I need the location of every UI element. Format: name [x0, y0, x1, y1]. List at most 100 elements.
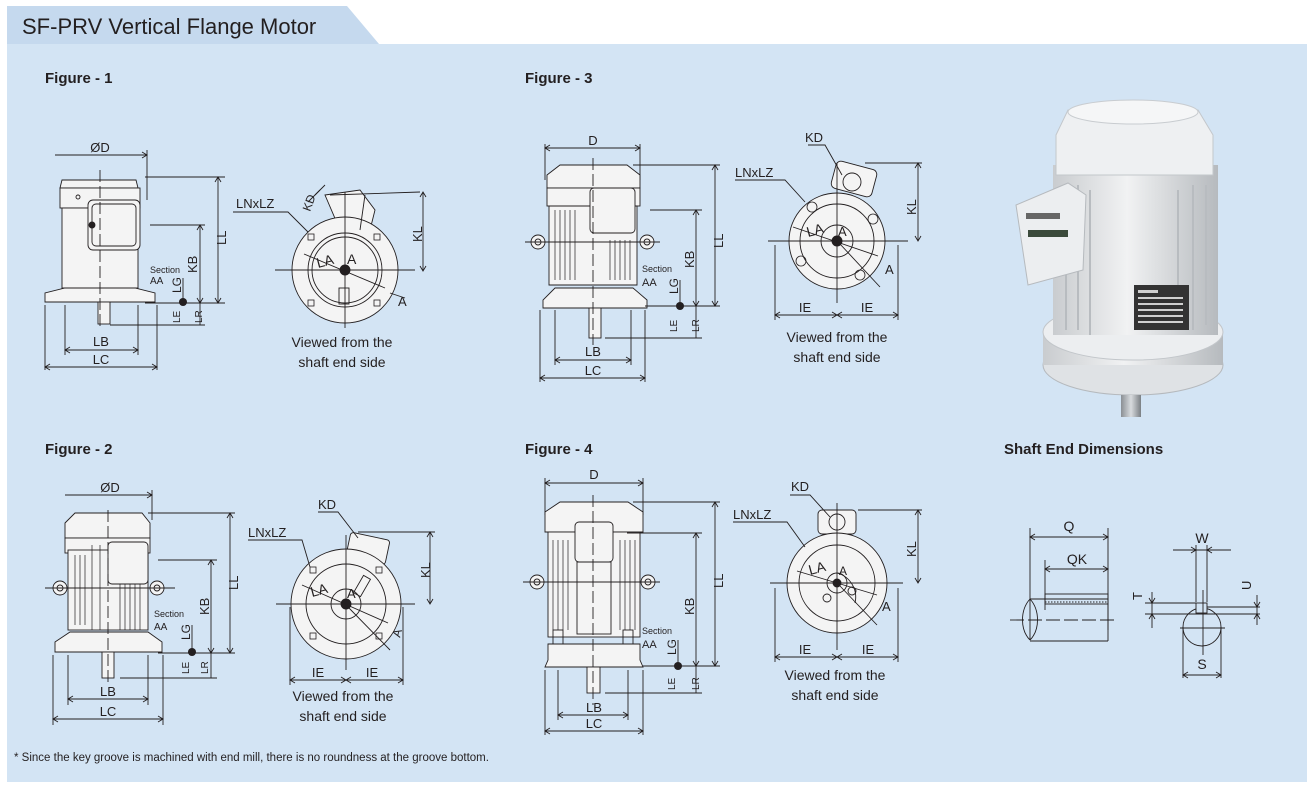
end-label-la: LA [805, 220, 826, 240]
section-label: Section [642, 264, 672, 274]
figure-2-title: Figure - 2 [45, 441, 113, 458]
dim-label-ll: LL [214, 231, 229, 245]
dim-label-lg: LG [665, 639, 679, 655]
end-label-a-outer: A [882, 599, 891, 614]
shaft-label-q: Q [1064, 518, 1075, 534]
section-label: Section [150, 265, 180, 275]
end-caption-line2: shaft end side [793, 349, 880, 365]
end-label-a-outer: A [398, 294, 407, 309]
dim-label-lg: LG [170, 277, 184, 293]
end-label-kl: KL [904, 541, 919, 557]
end-label-a-inner: A [347, 251, 357, 267]
end-label-ie-right: IE [861, 300, 874, 315]
dim-label-lg: LG [667, 278, 681, 294]
end-label-kl: KL [904, 199, 919, 215]
dim-label-kb: KB [682, 598, 697, 615]
section-label: Section [154, 609, 184, 619]
end-label-a-inner: A [347, 586, 356, 601]
end-label-kl: KL [418, 562, 433, 578]
dim-label-ll: LL [711, 574, 726, 588]
dim-label-ll: LL [711, 234, 726, 248]
dim-label-lr: LR [200, 661, 211, 674]
figure-4-side-view: D Section AA LL KB LG LE LR LB LC [523, 467, 726, 735]
end-label-a-outer: A [885, 262, 894, 277]
end-caption-line1: Viewed from the [292, 334, 393, 350]
end-caption-line2: shaft end side [298, 354, 385, 370]
figure-3-end-view: KD LNxLZ KL LA A A IE IE Viewed from the… [735, 130, 922, 365]
end-label-kd: KD [791, 479, 809, 494]
figure-1-side-view: ØD Section AA LL KB LG LE LR LB LC [44, 140, 229, 371]
dim-label-lb: LB [100, 684, 116, 699]
dim-label-lb: LB [586, 700, 602, 715]
figure-3-side-view: D Section AA LL KB LG LE LR LB LC [525, 133, 726, 382]
dim-label-ll: LL [226, 576, 241, 590]
end-label-la: LA [807, 558, 828, 578]
dim-label-kb: KB [185, 256, 200, 273]
end-label-lnxlz: LNxLZ [248, 525, 286, 540]
figure-3-title: Figure - 3 [525, 70, 593, 87]
figure-1-title: Figure - 1 [45, 70, 113, 87]
dim-label-lb: LB [585, 344, 601, 359]
page-title: SF-PRV Vertical Flange Motor [22, 14, 317, 39]
shaft-label-u: U [1239, 581, 1254, 590]
dim-label-lc: LC [585, 363, 602, 378]
dim-label-le: LE [667, 677, 678, 690]
end-label-ie-right: IE [366, 665, 379, 680]
shaft-label-w: W [1195, 530, 1209, 546]
figure-2-side-view: ØD Section AA LL KB LG LE LR LB LC [45, 480, 241, 725]
end-label-a-outer: A [389, 627, 405, 638]
end-caption-line1: Viewed from the [785, 667, 886, 683]
end-label-lnxlz: LNxLZ [733, 507, 771, 522]
dim-label-lb: LB [93, 334, 109, 349]
section-label: Section [642, 626, 672, 636]
end-label-kd: KD [318, 497, 336, 512]
dim-label-kb: KB [682, 251, 697, 268]
end-label-la: LA [309, 580, 330, 600]
shaft-end-title: Shaft End Dimensions [1004, 441, 1164, 458]
end-label-ie-left: IE [312, 665, 325, 680]
dim-label-lr: LR [194, 310, 205, 323]
shaft-label-qk: QK [1067, 551, 1088, 567]
section-label-aa: AA [642, 277, 657, 289]
title-tab: SF-PRV Vertical Flange Motor [7, 6, 379, 44]
footnote: * Since the key groove is machined with … [14, 752, 489, 764]
end-label-kd: KD [300, 192, 319, 213]
dim-label-diameter: ØD [90, 140, 110, 155]
figure-4-title: Figure - 4 [525, 441, 593, 458]
figure-4-end-view: KD LNxLZ KL LA A A IE IE Viewed from the… [733, 479, 922, 703]
dim-label-diameter: ØD [100, 480, 120, 495]
dim-label-lc: LC [93, 352, 110, 367]
dim-label-kb: KB [197, 598, 212, 615]
end-caption-line2: shaft end side [791, 687, 878, 703]
dim-label-lr: LR [691, 319, 702, 332]
dim-label-lr: LR [691, 677, 702, 690]
dim-label-lg: LG [179, 624, 193, 640]
end-label-ie-left: IE [799, 642, 812, 657]
end-label-ie-right: IE [862, 642, 875, 657]
figure-1-end-view: LNxLZ KD KL LA A A Viewed from the shaft… [233, 184, 427, 370]
end-label-lnxlz: LNxLZ [735, 165, 773, 180]
shaft-label-s: S [1197, 656, 1206, 672]
end-label-ie-left: IE [799, 300, 812, 315]
dim-label-le: LE [669, 319, 680, 332]
end-label-kl: KL [410, 226, 425, 242]
end-label-kd: KD [805, 130, 823, 145]
shaft-label-t: T [1130, 592, 1145, 600]
dim-label-lc: LC [100, 704, 117, 719]
end-label-la: LA [315, 251, 336, 271]
dim-label-le: LE [181, 661, 192, 674]
shaft-end-drawing: Q QK W T U S [1010, 518, 1261, 679]
figure-2-end-view: KD LNxLZ KL LA A A IE IE Viewed from the… [248, 497, 435, 724]
motor-photo [1015, 99, 1224, 417]
end-caption-line1: Viewed from the [787, 329, 888, 345]
section-label-aa: AA [150, 276, 164, 287]
dim-label-lc: LC [586, 716, 603, 731]
end-caption-line1: Viewed from the [293, 688, 394, 704]
dim-label-le: LE [172, 310, 183, 323]
end-caption-line2: shaft end side [299, 708, 386, 724]
end-label-lnxlz: LNxLZ [236, 196, 274, 211]
end-label-a-inner: A [839, 564, 847, 578]
dim-label-d: D [589, 467, 598, 482]
section-label-aa: AA [154, 622, 168, 633]
title-tab-shape [7, 6, 379, 44]
